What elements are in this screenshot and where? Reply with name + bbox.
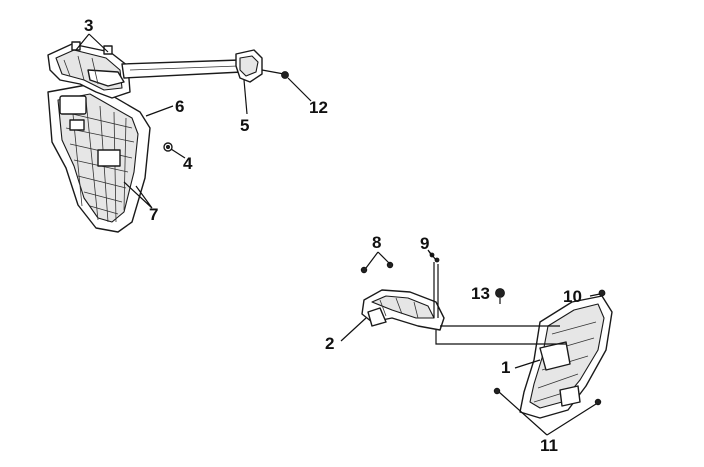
callout-1: 1 bbox=[501, 358, 510, 377]
callout-5: 5 bbox=[240, 116, 249, 135]
callout-11: 11 bbox=[540, 436, 558, 455]
callout-8: 8 bbox=[372, 233, 381, 252]
callout-4: 4 bbox=[183, 154, 193, 173]
screw-part-12 bbox=[281, 71, 289, 79]
bolt-part-13 bbox=[495, 288, 505, 304]
callout-3: 3 bbox=[84, 16, 93, 35]
callout-10: 10 bbox=[563, 287, 582, 306]
mudguard-part-1 bbox=[519, 295, 613, 419]
cable-rod-part-5 bbox=[121, 49, 285, 83]
callout-9: 9 bbox=[420, 234, 429, 253]
screw-part-11 bbox=[493, 387, 602, 406]
assembly-guide-lines bbox=[435, 325, 566, 345]
callout-13: 13 bbox=[471, 284, 490, 303]
screw-part-8 bbox=[360, 261, 394, 274]
callout-12: 12 bbox=[309, 98, 328, 117]
callout-6: 6 bbox=[175, 97, 184, 116]
nut-part-4 bbox=[163, 142, 173, 152]
inner-panel-part-6 bbox=[47, 83, 151, 233]
leader-lines bbox=[75, 33, 601, 436]
callout-7: 7 bbox=[149, 205, 158, 224]
bracket-part-2 bbox=[361, 289, 445, 331]
screw-part-10 bbox=[598, 289, 606, 297]
callout-2: 2 bbox=[325, 334, 334, 353]
top-bracket-part-3 bbox=[47, 41, 131, 99]
